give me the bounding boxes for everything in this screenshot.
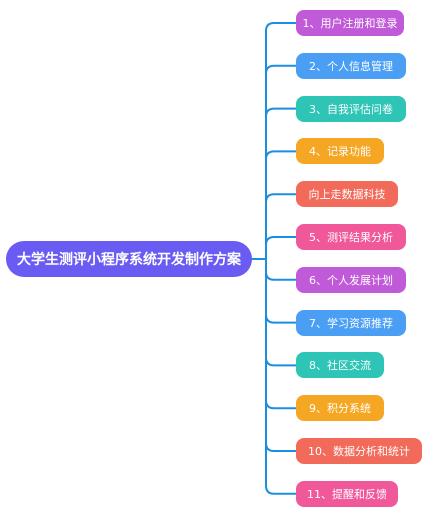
child-node-label: 11、提醒和反馈 (307, 487, 387, 501)
child-node-label: 10、数据分析和统计 (308, 445, 410, 458)
branch-connector (265, 193, 296, 259)
root-node[interactable]: 大学生测评小程序系统开发制作方案 (6, 241, 252, 277)
child-node[interactable]: 1、用户注册和登录 (296, 10, 404, 36)
child-node[interactable]: 10、数据分析和统计 (296, 438, 422, 464)
root-node-label: 大学生测评小程序系统开发制作方案 (17, 252, 241, 268)
branch-connector (265, 259, 296, 495)
branch-connector (265, 259, 296, 410)
branch-connector (265, 259, 296, 281)
child-node-label: 6、个人发展计划 (309, 273, 393, 287)
child-node-label: 9、积分系统 (309, 402, 371, 416)
child-node[interactable]: 11、提醒和反馈 (296, 480, 398, 507)
child-node-label: 3、自我评估问卷 (309, 102, 393, 116)
branch-connector (265, 259, 296, 324)
branch-connector (265, 259, 296, 367)
branch-connector (265, 150, 296, 259)
child-node-label: 8、社区交流 (309, 359, 371, 373)
child-node-label: 1、用户注册和登录 (302, 17, 398, 30)
child-node-label: 向上走数据科技 (308, 188, 386, 202)
child-node[interactable]: 9、积分系统 (296, 395, 384, 422)
child-node[interactable]: 向上走数据科技 (296, 181, 398, 208)
branch-connector (265, 236, 296, 259)
child-node[interactable]: 4、记录功能 (296, 138, 384, 165)
child-node[interactable]: 5、测评结果分析 (296, 224, 406, 250)
branch-connector (265, 259, 296, 452)
branch-connector (265, 107, 296, 259)
child-node[interactable]: 2、个人信息管理 (296, 52, 406, 79)
child-node[interactable]: 8、社区交流 (296, 352, 384, 379)
child-node-label: 5、测评结果分析 (309, 231, 393, 244)
child-node[interactable]: 7、学习资源推荐 (296, 309, 406, 336)
child-node-label: 7、学习资源推荐 (309, 316, 393, 330)
branch-connector (265, 64, 296, 259)
branch-connector (265, 22, 296, 259)
child-node[interactable]: 3、自我评估问卷 (296, 95, 406, 122)
child-node-label: 4、记录功能 (309, 145, 371, 159)
child-node[interactable]: 6、个人发展计划 (296, 266, 406, 293)
child-node-label: 2、个人信息管理 (309, 59, 393, 73)
